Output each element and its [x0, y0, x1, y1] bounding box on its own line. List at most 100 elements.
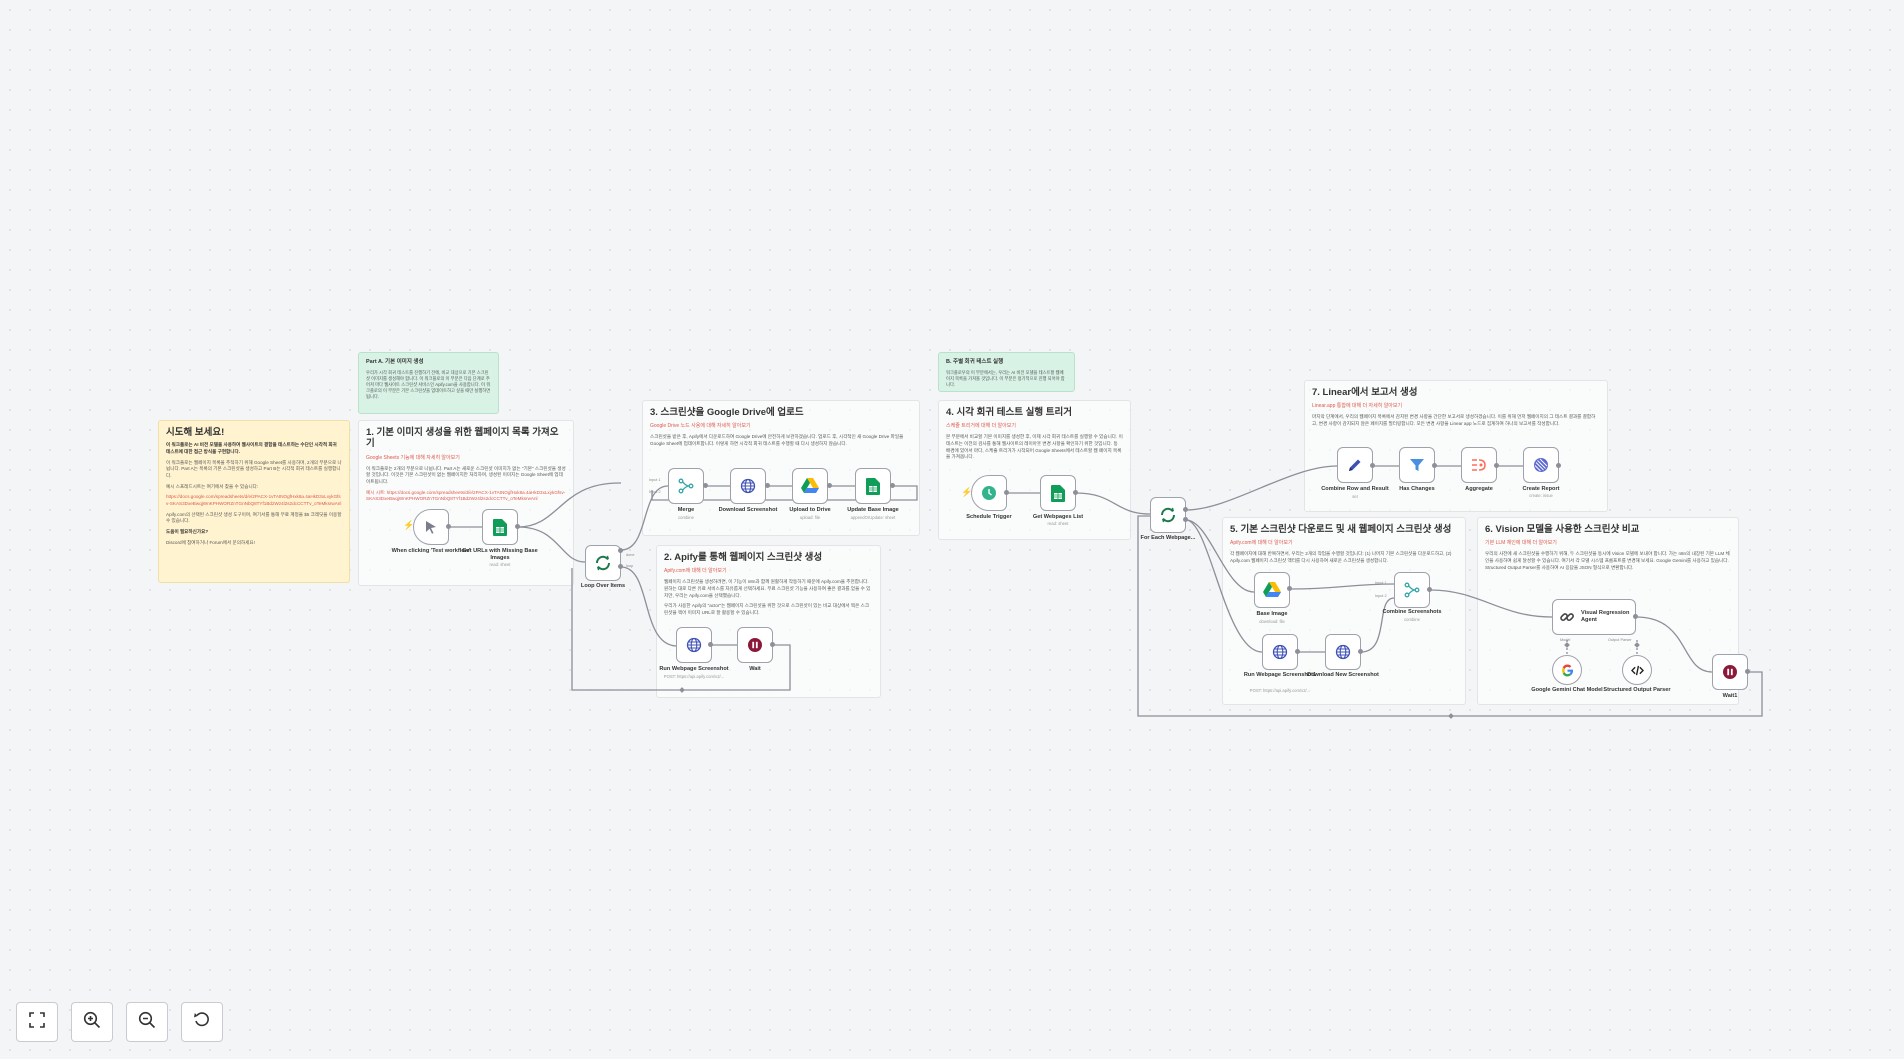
output-port[interactable] [1358, 649, 1363, 654]
output-port[interactable] [1183, 507, 1188, 512]
output-port[interactable] [1370, 463, 1375, 468]
node-sublabel: POST: https://api.apify.com/v2/... [1249, 688, 1311, 693]
globe-icon [740, 478, 756, 494]
node-sublabel: upload: file [799, 515, 821, 520]
sticky-body: 이 워크플로는 AI 비전 모델을 사용하여 웹사이트의 결함을 테스트하는 수… [166, 442, 342, 545]
has-changes-node[interactable] [1399, 447, 1435, 483]
pause-icon [748, 638, 762, 652]
combine-screenshots-node[interactable] [1394, 572, 1430, 608]
for-each-webpage-node[interactable] [1150, 497, 1186, 533]
canvas-controls [16, 1002, 223, 1042]
port-label-done: done [626, 553, 635, 557]
node-sublabel: combine [1404, 617, 1420, 622]
output-port[interactable] [1432, 463, 1437, 468]
fit-view-button[interactable] [16, 1002, 58, 1042]
port-label-input-2: Input 2 [1375, 594, 1387, 598]
spreadsheet-link[interactable]: https://docs.google.com/spreadsheets/d/e… [166, 494, 342, 506]
output-port[interactable] [1295, 649, 1300, 654]
output-port[interactable] [770, 642, 775, 647]
node-label: Get Webpages List [1032, 514, 1084, 520]
get-urls-node[interactable] [482, 509, 518, 545]
base-image-node[interactable] [1254, 572, 1290, 608]
merge-icon [1404, 582, 1420, 598]
sticky-note-part-a[interactable]: Part A. 기본 이미지 생성 우리가 시각 회귀 테스트를 진행하기 전에… [358, 352, 499, 414]
node-label: For Each Webpage... [1140, 535, 1196, 541]
node-label: Google Gemini Chat Model [1531, 687, 1603, 693]
output-port[interactable] [618, 564, 623, 569]
upload-to-drive-node[interactable] [792, 468, 828, 504]
wait-node[interactable] [737, 627, 773, 663]
sticky-note-step-4[interactable]: 4. 시각 회귀 테스트 실행 트리거 스케줄 트리거에 대해 더 알아보기 본… [938, 400, 1131, 540]
sticky-note-step-7[interactable]: 7. Linear에서 보고서 생성 Linear.app 통합에 대해 더 자… [1304, 380, 1608, 512]
node-label: Get URLs with Missing Base Images [462, 548, 538, 561]
node-label: Combine Row and Result [1321, 486, 1389, 492]
node-sublabel: POST: https://api.apify.com/v2/... [663, 674, 725, 679]
cursor-icon [423, 519, 439, 535]
download-screenshot-node[interactable] [730, 468, 766, 504]
pause-icon [1723, 665, 1737, 679]
loop-icon [1159, 506, 1177, 524]
zoom-in-button[interactable] [71, 1002, 113, 1042]
wait1-node[interactable] [1712, 654, 1748, 690]
node-label: Combine Screenshots [1382, 609, 1442, 615]
output-port[interactable] [618, 548, 623, 553]
chain-icon [1559, 609, 1575, 625]
get-webpages-list-node[interactable] [1040, 475, 1076, 511]
code-icon [1630, 664, 1644, 677]
output-port[interactable] [1745, 669, 1750, 674]
run-webpage-screenshot-node[interactable] [676, 627, 712, 663]
visual-regression-agent-node[interactable]: Visual Regression Agent [1552, 599, 1636, 635]
globe-icon [1272, 644, 1288, 660]
output-port[interactable] [446, 524, 451, 529]
node-label: When clicking 'Test workflow' [391, 548, 471, 554]
node-label: Base Image [1256, 611, 1288, 617]
merge-icon [678, 478, 694, 494]
aggregate-node[interactable] [1461, 447, 1497, 483]
globe-icon [686, 637, 702, 653]
zoom-in-icon [83, 1011, 101, 1034]
node-sublabel: create: issue [1529, 493, 1553, 498]
combine-row-and-result-node[interactable] [1337, 447, 1373, 483]
sticky-note-part-b[interactable]: B. 주별 회귀 테스트 실행 워크플로우의 이 부분에서는, 우리는 AI 비… [938, 352, 1075, 392]
output-port[interactable] [1633, 614, 1638, 619]
output-port[interactable] [1183, 517, 1188, 522]
output-port[interactable] [515, 524, 520, 529]
output-port[interactable] [1287, 586, 1292, 591]
output-port[interactable] [1427, 587, 1432, 592]
run-webpage-screenshot1-node[interactable] [1262, 634, 1298, 670]
reset-zoom-button[interactable] [181, 1002, 223, 1042]
loop-over-items-node[interactable] [585, 545, 621, 581]
update-base-image-node[interactable] [855, 468, 891, 504]
google-gemini-node[interactable] [1552, 655, 1582, 685]
node-sublabel: read: sheet [489, 562, 511, 567]
output-port[interactable] [708, 642, 713, 647]
schedule-trigger-node[interactable] [971, 475, 1007, 511]
zoom-out-icon [138, 1011, 156, 1034]
create-report-node[interactable] [1523, 447, 1559, 483]
structured-output-parser-node[interactable] [1622, 655, 1652, 685]
output-port[interactable] [703, 483, 708, 488]
output-port[interactable] [827, 483, 832, 488]
output-port[interactable] [1494, 463, 1499, 468]
output-port[interactable] [1004, 490, 1009, 495]
zoom-out-button[interactable] [126, 1002, 168, 1042]
loop-icon [594, 554, 612, 572]
reset-icon [193, 1011, 211, 1034]
edge-midpoint-handle[interactable] [1448, 713, 1454, 719]
node-label: Upload to Drive [789, 507, 831, 513]
output-port[interactable] [1556, 463, 1561, 468]
output-port[interactable] [765, 483, 770, 488]
merge-node[interactable] [668, 468, 704, 504]
trigger-bolt-icon: ⚡ [403, 520, 415, 530]
google-drive-icon [1263, 582, 1281, 598]
output-port[interactable] [1073, 490, 1078, 495]
node-label: Download New Screenshot [1307, 672, 1379, 678]
node-label: Aggregate [1465, 486, 1493, 492]
output-port[interactable] [890, 483, 895, 488]
download-new-screenshot-node[interactable] [1325, 634, 1361, 670]
manual-trigger-node[interactable] [413, 509, 449, 545]
node-label: Wait [749, 666, 761, 672]
sticky-note-intro[interactable]: 시도해 보세요! 이 워크플로는 AI 비전 모델을 사용하여 웹사이트의 결함… [158, 420, 350, 583]
google-sheets-icon [1051, 484, 1065, 502]
